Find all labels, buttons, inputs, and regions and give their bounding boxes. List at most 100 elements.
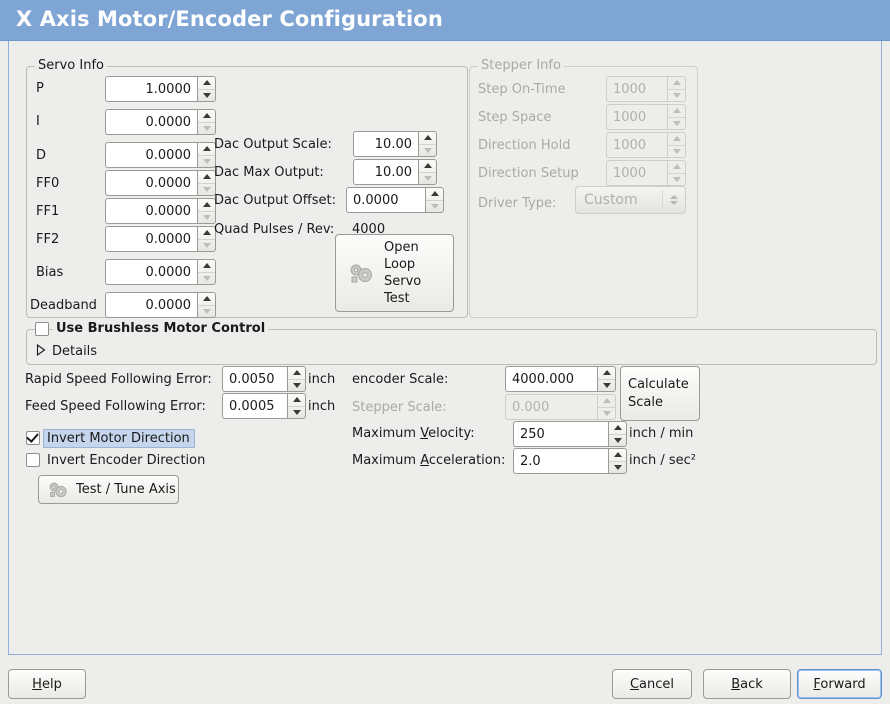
servo-field-d-spinner[interactable] <box>197 142 216 168</box>
servo-field-deadband-spinner[interactable] <box>197 292 216 318</box>
spin-up-icon[interactable] <box>419 160 436 173</box>
spin-up-icon[interactable] <box>198 260 215 273</box>
invert-encoder-label[interactable]: Invert Encoder Direction <box>47 453 206 468</box>
stepper-scale-spinner <box>597 394 616 420</box>
calculate-scale-button[interactable]: Calculate Scale <box>620 366 700 421</box>
max-velocity-field[interactable]: 250 <box>513 421 627 447</box>
dac-max-output-spinner[interactable] <box>418 159 437 185</box>
details-label[interactable]: Details <box>52 344 98 359</box>
spin-up-icon[interactable] <box>288 367 305 380</box>
dac-output-offset-value[interactable]: 0.0000 <box>346 187 425 213</box>
spin-up-icon[interactable] <box>198 293 215 306</box>
servo-field-bias-value[interactable]: 0.0000 <box>105 259 197 285</box>
spin-down-icon[interactable] <box>198 306 215 318</box>
spin-down-icon[interactable] <box>198 212 215 224</box>
servo-field-i-spinner[interactable] <box>197 109 216 135</box>
invert-encoder-checkbox[interactable] <box>26 453 40 467</box>
spin-down-icon[interactable] <box>198 240 215 252</box>
servo-field-bias-spinner[interactable] <box>197 259 216 285</box>
dac-output-offset-field[interactable]: 0.0000 <box>346 187 444 213</box>
servo-field-ff1-spinner[interactable] <box>197 198 216 224</box>
open-loop-line-3: Servo <box>384 274 422 289</box>
servo-field-i[interactable]: 0.0000 <box>105 109 216 135</box>
rapid-speed-error-spinner[interactable] <box>287 366 306 392</box>
rapid-speed-error-field[interactable]: 0.0050 <box>222 366 306 392</box>
spin-up-icon[interactable] <box>598 367 615 380</box>
direction-hold-label: Direction Hold <box>478 138 571 153</box>
max-velocity-label: Maximum Velocity: <box>352 426 475 441</box>
servo-field-ff1[interactable]: 0.0000 <box>105 198 216 224</box>
spin-down-icon[interactable] <box>198 123 215 135</box>
spin-down-icon[interactable] <box>419 173 436 185</box>
spin-down-icon[interactable] <box>288 380 305 392</box>
servo-field-ff1-value[interactable]: 0.0000 <box>105 198 197 224</box>
spin-up-icon[interactable] <box>198 110 215 123</box>
cancel-button[interactable]: Cancel <box>612 669 692 699</box>
servo-field-ff0-value[interactable]: 0.0000 <box>105 170 197 196</box>
servo-field-p-value[interactable]: 1.0000 <box>105 76 197 102</box>
spin-down-icon[interactable] <box>426 201 443 213</box>
encoder-scale-spinner[interactable] <box>597 366 616 392</box>
spin-up-icon[interactable] <box>198 227 215 240</box>
dac-output-scale-field[interactable]: 10.00 <box>353 131 437 157</box>
open-loop-servo-test-button[interactable]: Open Loop Servo Test <box>335 234 454 312</box>
chevron-right-icon[interactable] <box>36 343 46 357</box>
max-velocity-value[interactable]: 250 <box>513 421 608 447</box>
spin-up-icon[interactable] <box>609 449 626 462</box>
spin-up-icon[interactable] <box>198 199 215 212</box>
servo-field-d-value[interactable]: 0.0000 <box>105 142 197 168</box>
spin-down-icon[interactable] <box>419 145 436 157</box>
step-on-time-spinner <box>667 76 686 102</box>
dac-output-scale-spinner[interactable] <box>418 131 437 157</box>
spin-up-icon[interactable] <box>288 394 305 407</box>
servo-field-i-value[interactable]: 0.0000 <box>105 109 197 135</box>
dac-output-scale-value[interactable]: 10.00 <box>353 131 418 157</box>
servo-field-ff2-spinner[interactable] <box>197 226 216 252</box>
dac-max-output-value[interactable]: 10.00 <box>353 159 418 185</box>
spin-up-icon[interactable] <box>609 422 626 435</box>
help-button[interactable]: Help <box>8 669 86 699</box>
use-brushless-checkbox[interactable] <box>35 322 49 336</box>
feed-speed-error-spinner[interactable] <box>287 393 306 419</box>
servo-field-ff2-value[interactable]: 0.0000 <box>105 226 197 252</box>
use-brushless-label[interactable]: Use Brushless Motor Control <box>53 321 269 336</box>
encoder-scale-field[interactable]: 4000.000 <box>505 366 616 392</box>
spin-up-icon[interactable] <box>198 171 215 184</box>
servo-field-ff0[interactable]: 0.0000 <box>105 170 216 196</box>
encoder-scale-value[interactable]: 4000.000 <box>505 366 597 392</box>
forward-button[interactable]: Forward <box>797 669 882 699</box>
spin-down-icon[interactable] <box>609 462 626 474</box>
dac-output-offset-spinner[interactable] <box>425 187 444 213</box>
spin-up-icon[interactable] <box>198 77 215 90</box>
max-acceleration-field[interactable]: 2.0 <box>513 448 627 474</box>
spin-down-icon[interactable] <box>198 156 215 168</box>
spin-up-icon[interactable] <box>419 132 436 145</box>
feed-speed-error-value[interactable]: 0.0005 <box>222 393 287 419</box>
servo-field-ff2[interactable]: 0.0000 <box>105 226 216 252</box>
spin-down-icon[interactable] <box>198 273 215 285</box>
servo-field-p[interactable]: 1.0000 <box>105 76 216 102</box>
invert-motor-checkbox[interactable] <box>26 430 40 445</box>
max-acceleration-spinner[interactable] <box>608 448 627 474</box>
servo-field-d[interactable]: 0.0000 <box>105 142 216 168</box>
feed-speed-error-field[interactable]: 0.0005 <box>222 393 306 419</box>
max-velocity-spinner[interactable] <box>608 421 627 447</box>
spin-down-icon[interactable] <box>609 435 626 447</box>
test-tune-axis-button[interactable]: Test / Tune Axis <box>38 475 179 504</box>
back-button[interactable]: Back <box>703 669 791 699</box>
spin-down-icon[interactable] <box>198 184 215 196</box>
spin-down-icon[interactable] <box>198 90 215 102</box>
spin-down-icon[interactable] <box>288 407 305 419</box>
max-acceleration-value[interactable]: 2.0 <box>513 448 608 474</box>
invert-motor-label[interactable]: Invert Motor Direction <box>47 431 190 446</box>
spin-up-icon[interactable] <box>426 188 443 201</box>
servo-field-bias[interactable]: 0.0000 <box>105 259 216 285</box>
spin-up-icon[interactable] <box>198 143 215 156</box>
spin-down-icon[interactable] <box>598 380 615 392</box>
servo-field-deadband-value[interactable]: 0.0000 <box>105 292 197 318</box>
rapid-speed-error-value[interactable]: 0.0050 <box>222 366 287 392</box>
servo-field-deadband[interactable]: 0.0000 <box>105 292 216 318</box>
dac-max-output-field[interactable]: 10.00 <box>353 159 437 185</box>
servo-field-ff0-spinner[interactable] <box>197 170 216 196</box>
servo-field-p-spinner[interactable] <box>197 76 216 102</box>
